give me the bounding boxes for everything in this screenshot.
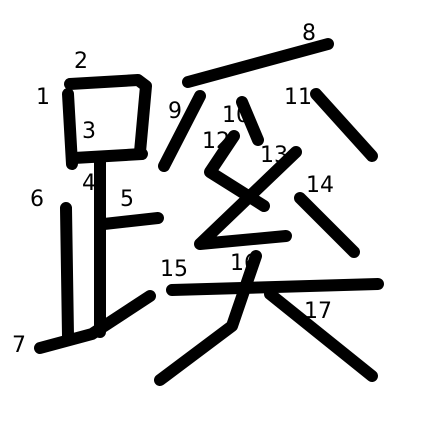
stroke-1 xyxy=(62,88,78,170)
stroke-number-10: 10 xyxy=(222,103,250,128)
stroke-number-12: 12 xyxy=(202,129,230,154)
stroke-6 xyxy=(60,202,74,342)
stroke-number-13: 13 xyxy=(260,143,288,168)
stroke-11 xyxy=(310,88,378,162)
stroke-number-4: 4 xyxy=(82,171,96,196)
stroke-10 xyxy=(236,96,264,146)
stroke-2 xyxy=(64,74,152,158)
stroke-14 xyxy=(294,192,360,258)
stroke-number-16: 16 xyxy=(230,251,258,276)
stroke-number-11: 11 xyxy=(284,85,312,110)
stroke-13 xyxy=(194,146,302,250)
stroke-number-labels: 1 2 3 4 5 6 7 8 9 10 11 12 13 14 15 16 1… xyxy=(12,21,334,358)
stroke-7 xyxy=(34,290,156,354)
stroke-3 xyxy=(68,148,148,164)
stroke-number-6: 6 xyxy=(30,187,44,212)
stroke-number-5: 5 xyxy=(120,187,134,212)
stroke-17 xyxy=(264,288,378,382)
stroke-number-1: 1 xyxy=(36,85,50,110)
stroke-number-9: 9 xyxy=(168,99,182,124)
stroke-number-15: 15 xyxy=(160,257,188,282)
stroke-number-8: 8 xyxy=(302,21,316,46)
stroke-5 xyxy=(98,212,164,230)
stroke-16 xyxy=(154,250,262,386)
stroke-15 xyxy=(166,278,384,296)
stroke-number-2: 2 xyxy=(74,49,88,74)
stroke-number-14: 14 xyxy=(306,173,334,198)
stroke-number-3: 3 xyxy=(82,119,96,144)
stroke-8 xyxy=(182,38,334,88)
stroke-9 xyxy=(158,90,206,172)
stroke-number-7: 7 xyxy=(12,333,26,358)
stroke-number-17: 17 xyxy=(304,299,332,324)
